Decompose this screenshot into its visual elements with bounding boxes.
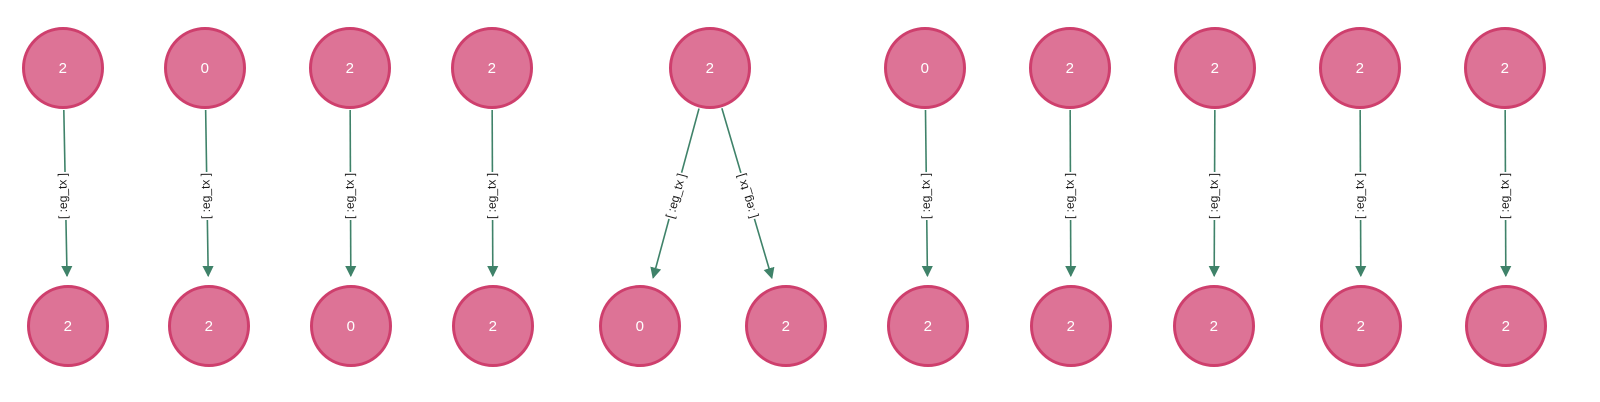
graph-node[interactable]: 0 [164,27,246,109]
graph-node-label: 2 [204,317,214,335]
graph-node-label: 2 [1066,317,1076,335]
graph-node[interactable]: 2 [1174,27,1256,109]
graph-node-label: 0 [635,317,645,335]
graph-node[interactable]: 2 [887,285,969,367]
graph-node-label: 2 [487,59,497,77]
graph-node[interactable]: 2 [309,27,391,109]
graph-node-label: 2 [1355,59,1365,77]
edge-label: [ :eg_tx ] [484,171,499,221]
graph-node-label: 2 [1356,317,1366,335]
graph-node[interactable]: 2 [745,285,827,367]
graph-node-label: 2 [58,59,68,77]
graph-node-label: 2 [488,317,498,335]
edge-label: [ :eg_tx ] [342,171,357,221]
graph-node[interactable]: 2 [1464,27,1546,109]
edge-label: [ :eg_tx ] [198,171,214,221]
graph-node-label: 2 [781,317,791,335]
graph-node[interactable]: 2 [1030,285,1112,367]
graph-node-label: 0 [200,59,210,77]
graph-node[interactable]: 2 [1173,285,1255,367]
graph-node[interactable]: 2 [1319,27,1401,109]
graph-node-label: 0 [920,59,930,77]
graph-node[interactable]: 2 [1320,285,1402,367]
graph-node-label: 2 [923,317,933,335]
graph-node[interactable]: 2 [452,285,534,367]
graph-node[interactable]: 2 [669,27,751,109]
edge-label: [ :eg_tx ] [1062,171,1077,221]
edge-label: [ :eg_tx ] [1497,171,1512,221]
graph-node-label: 0 [346,317,356,335]
graph-node-label: 2 [63,317,73,335]
graph-node-label: 2 [345,59,355,77]
graph-node-label: 2 [1210,59,1220,77]
edge-label: [ :eg_tx ] [1206,171,1221,221]
graph-node-label: 2 [1501,317,1511,335]
edge-label: [ :eg_tx ] [918,171,933,221]
graph-node-label: 2 [1500,59,1510,77]
edges-group [61,108,1512,280]
graph-node[interactable]: 2 [451,27,533,109]
edge-label: [ :eg_tx ] [55,171,71,221]
edge-label: [ :eg_tx ] [1352,171,1367,221]
graph-node[interactable]: 0 [310,285,392,367]
graph-node[interactable]: 2 [22,27,104,109]
graph-node[interactable]: 2 [27,285,109,367]
graph-node-label: 2 [705,59,715,77]
graph-node[interactable]: 2 [168,285,250,367]
graph-node[interactable]: 2 [1029,27,1111,109]
graph-node[interactable]: 2 [1465,285,1547,367]
graph-node[interactable]: 0 [884,27,966,109]
graph-node-label: 2 [1065,59,1075,77]
graph-node-label: 2 [1209,317,1219,335]
graph-node[interactable]: 0 [599,285,681,367]
